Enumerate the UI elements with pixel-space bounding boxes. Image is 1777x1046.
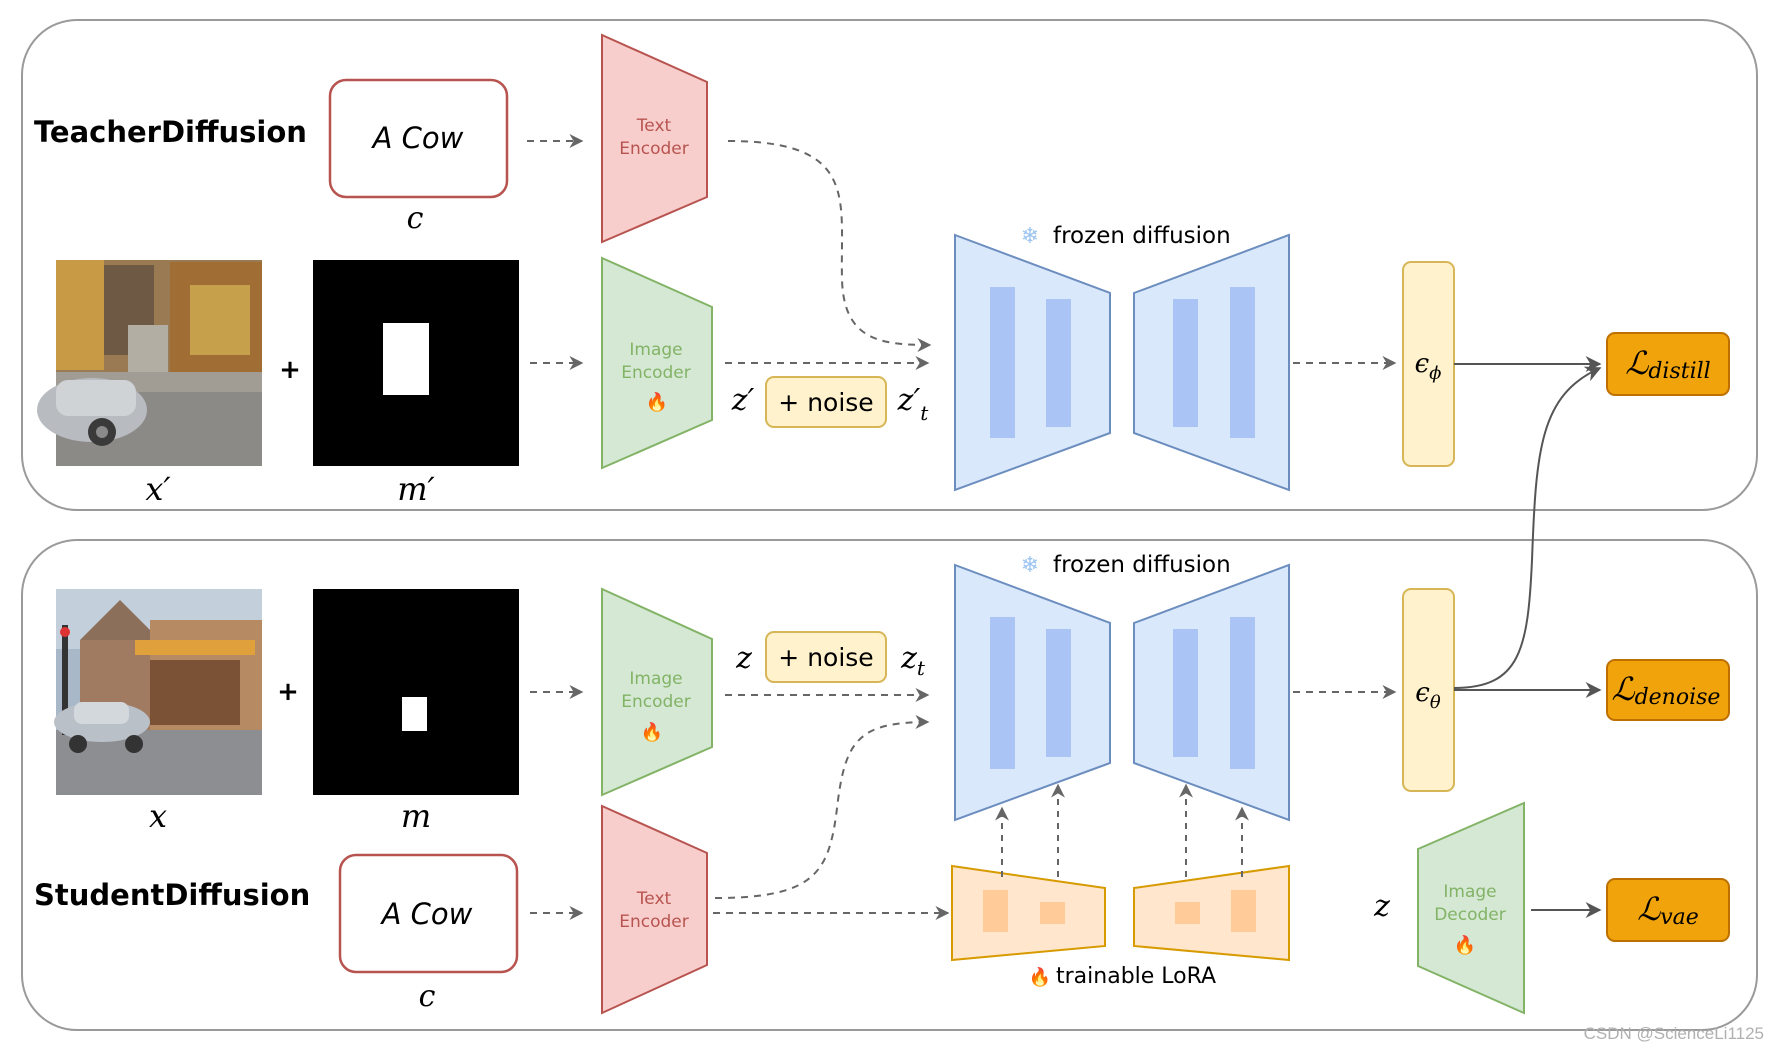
teacher-panel [21, 19, 1758, 511]
student-frozen-label: frozen diffusion [1053, 552, 1231, 578]
teacher-text-encoder [601, 33, 708, 244]
lora-fire-icon: 🔥 [1029, 966, 1051, 987]
student-mask-var: m [401, 797, 431, 835]
teacher-encoder-fire-icon: 🔥 [646, 391, 668, 412]
teacher-prompt-text: A Cow [371, 121, 464, 155]
student-mask [313, 589, 519, 795]
student-epsilon: ϵθ [1415, 678, 1441, 713]
loss-denoise-box [1606, 659, 1730, 721]
student-noise-label: + noise [778, 643, 873, 672]
teacher-latent: z′ [731, 383, 755, 418]
student-street-image [54, 589, 262, 795]
teacher-mask-var: m′ [397, 470, 435, 508]
student-latent: z [735, 641, 752, 676]
student-mask-region [402, 697, 427, 731]
image-decoder-label-1: Image [1443, 882, 1496, 902]
loss-denoise: ℒdenoise [1612, 670, 1721, 710]
student-plus: + [277, 677, 299, 707]
teacher-image-encoder [601, 256, 713, 470]
teacher-arrow-text-unet [727, 140, 932, 352]
student-noisy-latent: zt [900, 641, 926, 680]
student-prompt-box [338, 853, 519, 974]
image-decoder-label-2: Decoder [1434, 905, 1506, 925]
teacher-text-encoder-label-1: Text [636, 116, 672, 136]
teacher-prompt-var: c [407, 201, 424, 236]
student-prompt-text: A Cow [380, 897, 473, 931]
teacher-title: TeacherDiffusion [34, 115, 307, 149]
student-prompt-var: c [419, 979, 436, 1014]
teacher-image-encoder-label-1: Image [629, 340, 682, 360]
image-decoder [1417, 801, 1525, 1015]
teacher-frozen-label: frozen diffusion [1053, 223, 1231, 249]
teacher-epsilon: ϵϕ [1415, 349, 1442, 384]
decoder-fire-icon: 🔥 [1454, 934, 1476, 955]
teacher-noise-box [765, 376, 887, 428]
teacher-unet [954, 233, 1290, 492]
watermark: CSDN @ScienceLi1125 [1584, 1024, 1764, 1043]
decoder-input-var: z [1373, 889, 1390, 924]
teacher-plus: + [279, 355, 301, 385]
teacher-street-image [37, 260, 262, 466]
student-noise-box [765, 631, 887, 683]
student-title: StudentDiffusion [34, 878, 310, 912]
student-arrow-eps-distill [1453, 366, 1602, 689]
student-snowflake-icon: ❄ [1021, 552, 1039, 577]
student-text-encoder [601, 804, 708, 1015]
teacher-image-encoder-label-2: Encoder [621, 363, 691, 383]
student-unet [954, 563, 1290, 822]
teacher-text-encoder-label-2: Encoder [619, 139, 689, 159]
student-text-encoder-label-2: Encoder [619, 912, 689, 932]
student-arrow-text-unet [714, 715, 930, 899]
teacher-snowflake-icon: ❄ [1021, 223, 1039, 248]
loss-vae: ℒvae [1637, 890, 1699, 930]
loss-distill-box [1606, 332, 1730, 396]
student-image-encoder-fire-icon: 🔥 [641, 721, 663, 742]
teacher-noisy-latent: z′t [897, 383, 930, 425]
student-text-encoder-label-1: Text [636, 889, 672, 909]
lora-modules [951, 864, 1290, 962]
student-panel [21, 539, 1758, 1031]
student-image-encoder-label-1: Image [629, 669, 682, 689]
lora-to-unet-arrows [995, 783, 1249, 877]
teacher-mask-region [383, 323, 429, 395]
loss-vae-box [1606, 878, 1730, 942]
lora-label: trainable LoRA [1056, 964, 1216, 989]
teacher-prompt-box [328, 78, 509, 199]
student-image-encoder [601, 587, 713, 797]
student-image-encoder-label-2: Encoder [621, 692, 691, 712]
teacher-image-var: x′ [145, 470, 171, 508]
loss-distill: ℒdistill [1625, 344, 1710, 384]
teacher-noise-label: + noise [778, 388, 873, 417]
student-image-var: x [149, 797, 167, 835]
